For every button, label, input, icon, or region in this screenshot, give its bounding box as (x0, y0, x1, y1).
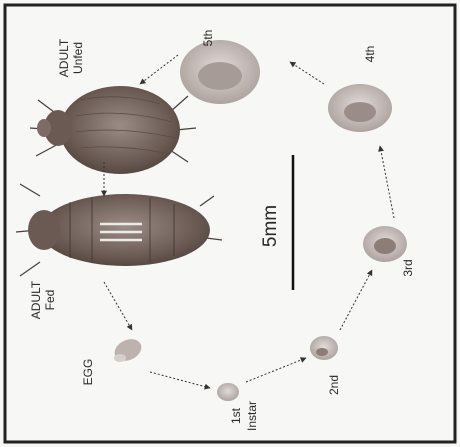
egg (111, 335, 145, 365)
arrow-egg-to-1st (150, 372, 210, 388)
egg-label: EGG (81, 359, 95, 386)
adult-unfed-bedbug (30, 86, 196, 174)
adult-fed-bedbug (16, 184, 222, 276)
third-instar-label: 3rd (401, 259, 415, 276)
arrow-1st-to-2nd (246, 358, 306, 382)
arrow-5th-to-adult-unfed (140, 55, 178, 84)
arrow-4th-to-5th (290, 62, 324, 84)
fifth-instar-label: 5th (201, 30, 215, 47)
arrow-fed-to-egg (104, 282, 132, 330)
first-instar-nymph (217, 383, 239, 401)
first-instar-label-line1: 1st (229, 407, 243, 424)
fifth-instar-nymph (180, 40, 260, 104)
scale-bar-label: 5mm (260, 205, 281, 247)
third-instar-nymph (363, 226, 407, 262)
adult-unfed-label-line1: ADULT (57, 38, 71, 77)
fourth-instar-nymph (328, 84, 392, 132)
arrow-2nd-to-3rd (340, 270, 372, 330)
first-instar-label-line2: Instar (245, 401, 259, 431)
second-instar-nymph (310, 336, 338, 360)
second-instar-label: 2nd (327, 375, 341, 395)
fourth-instar-label: 4th (363, 46, 377, 63)
adult-fed-label-line2: Fed (43, 290, 57, 311)
adult-fed-label-line1: ADULT (29, 280, 43, 319)
adult-unfed-label-line2: Unfed (71, 42, 85, 74)
arrow-3rd-to-4th (380, 146, 394, 218)
